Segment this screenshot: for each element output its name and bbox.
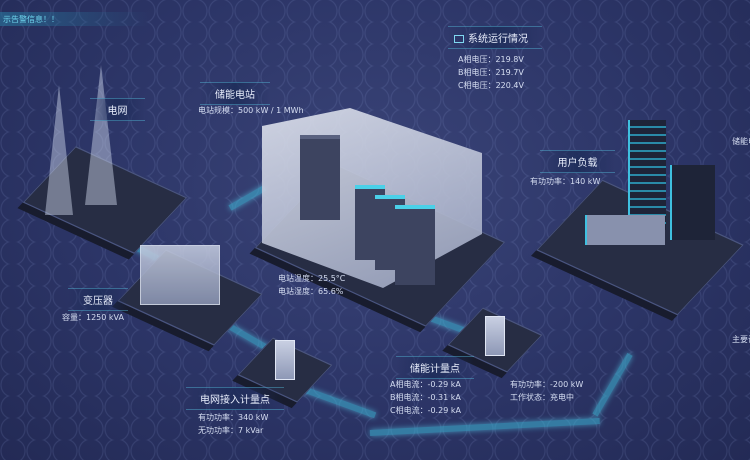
transmission-tower-icon <box>85 65 117 205</box>
transformer-capacity: 容量：1250 kVA <box>62 313 124 322</box>
building-icon <box>670 165 715 240</box>
storage-meter-state: 工作状态：充电中 <box>510 393 574 402</box>
transformer-icon <box>140 245 220 305</box>
grid-meter-label[interactable]: 电网接入计量点 <box>186 387 284 410</box>
meter-icon <box>275 340 295 380</box>
station-humidity: 电站湿度：65.6% <box>278 287 344 296</box>
storage-meter-label[interactable]: 储能计量点 <box>396 356 474 379</box>
monitor-icon <box>454 35 464 43</box>
transformer-label[interactable]: 变压器 <box>68 288 128 311</box>
system-status-title: 系统运行情况 <box>448 26 542 49</box>
storage-meter-active-power: 有功功率：-200 kW <box>510 380 584 389</box>
user-load-active-power: 有功功率：140 kW <box>530 177 601 186</box>
meter-icon <box>485 316 505 356</box>
grid-meter-reactive-power: 无功功率：7 kVar <box>198 426 264 435</box>
alert-banner[interactable]: 示告警信息！！ <box>0 12 150 26</box>
storage-meter-phase-c: C相电流：-0.29 kA <box>390 406 461 415</box>
battery-rack <box>300 135 340 220</box>
station-label[interactable]: 储能电站 <box>200 82 270 105</box>
station-temperature: 电站温度：25.5°C <box>278 274 346 283</box>
building-icon <box>628 120 666 230</box>
grid-meter-active-power: 有功功率：340 kW <box>198 413 269 422</box>
building-icon <box>585 215 665 245</box>
right-edge-label: 储能电 <box>732 137 750 146</box>
grid-label[interactable]: 电网 <box>90 98 145 121</box>
user-load-label[interactable]: 用户负载 <box>540 150 615 173</box>
battery-rack <box>395 205 435 285</box>
right-edge-label: 主要设 <box>732 335 750 344</box>
storage-meter-phase-a: A相电流：-0.29 kA <box>390 380 461 389</box>
system-status-title-text: 系统运行情况 <box>468 34 528 45</box>
phase-c-voltage: C相电压：220.4V <box>458 81 524 90</box>
phase-a-voltage: A相电压：219.8V <box>458 55 524 64</box>
system-status-panel: 系统运行情况 A相电压：219.8V B相电压：219.7V C相电压：220.… <box>448 26 542 92</box>
transmission-tower-icon <box>45 85 73 215</box>
storage-meter-phase-b: B相电流：-0.31 kA <box>390 393 461 402</box>
phase-b-voltage: B相电压：219.7V <box>458 68 524 77</box>
station-scale: 电站规模：500 kW / 1 MWh <box>198 106 304 115</box>
